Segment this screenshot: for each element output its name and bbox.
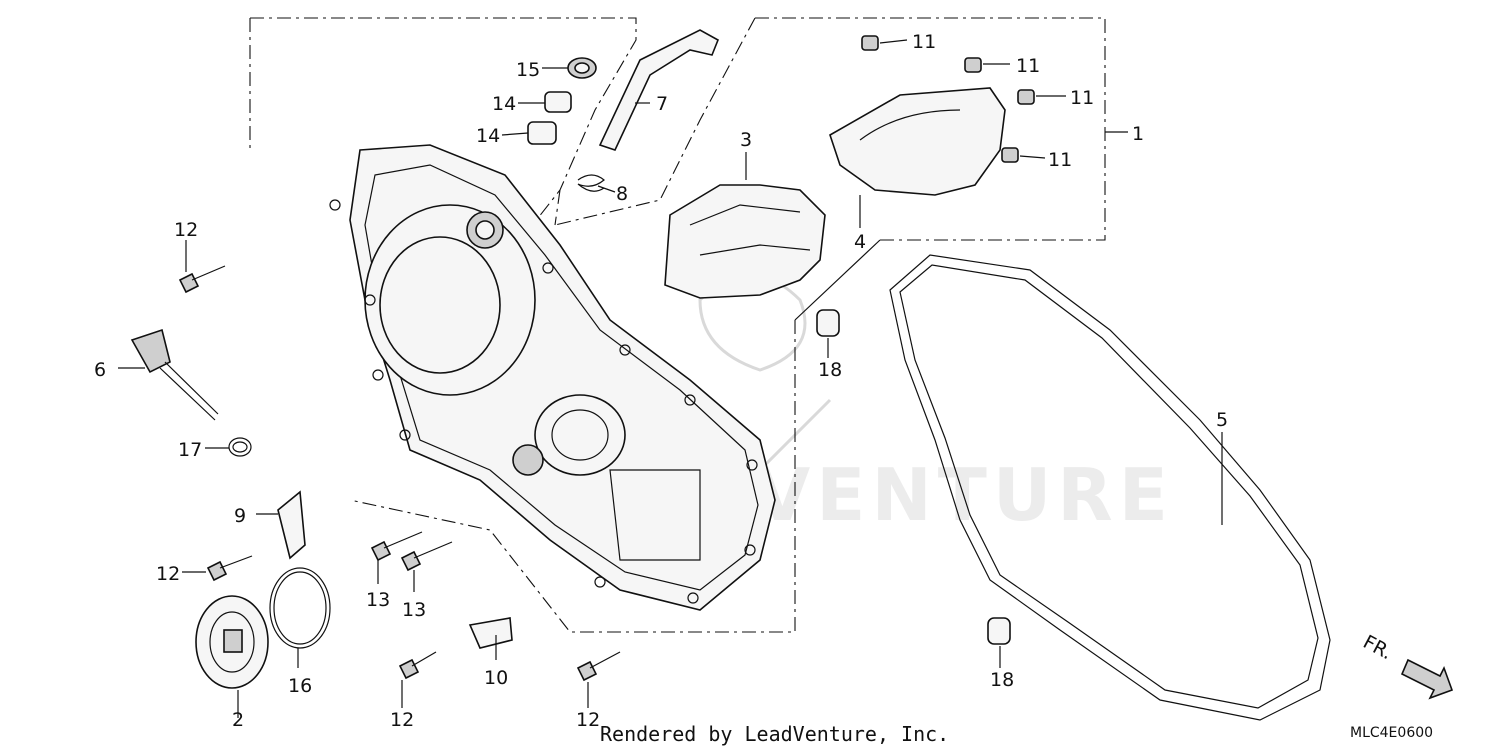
leader-lines: [118, 39, 1223, 718]
callout-14a: 14: [492, 93, 516, 115]
direction-label: FR.: [1359, 631, 1395, 664]
callout-labels: 1 2 3 4 5 6 7 8 9 10 11 11 11 11 12 12 1…: [94, 31, 1228, 731]
callout-13a: 13: [366, 589, 390, 611]
callout-3: 3: [740, 129, 752, 151]
callout-11d: 11: [1048, 149, 1072, 171]
brackets: [277, 490, 513, 649]
callout-18a: 18: [818, 359, 842, 381]
callout-8: 8: [616, 183, 628, 205]
callout-13b: 13: [402, 599, 426, 621]
assembly-outlines: [249, 17, 1106, 633]
callout-7: 7: [656, 93, 668, 115]
callout-6: 6: [94, 359, 106, 381]
small-bolts: [861, 35, 1035, 163]
callout-5: 5: [1216, 409, 1228, 431]
callout-12b: 12: [156, 563, 180, 585]
dowel-pins: [816, 309, 1011, 645]
front-direction-arrow: FR.: [1359, 631, 1454, 700]
callout-15: 15: [516, 59, 540, 81]
callout-4: 4: [854, 231, 866, 253]
callout-17: 17: [178, 439, 202, 461]
inspection-plug: [195, 567, 331, 689]
callout-11b: 11: [1016, 55, 1040, 77]
guide-plate: [829, 87, 1006, 196]
oil-dipstick: [130, 328, 252, 457]
callout-12d: 12: [576, 709, 600, 731]
cover-bolts: [178, 265, 621, 682]
callout-14b: 14: [476, 125, 500, 147]
callout-11c: 11: [1070, 87, 1094, 109]
gasket: [889, 254, 1331, 721]
diagram-code: MLC4E0600: [1350, 725, 1433, 741]
callout-2: 2: [232, 709, 244, 731]
clutch-cover: [329, 144, 776, 611]
bearings-and-seal: [527, 57, 597, 145]
shift-arm: [577, 29, 720, 192]
callout-9: 9: [234, 505, 246, 527]
callout-18b: 18: [990, 669, 1014, 691]
callout-11a: 11: [912, 31, 936, 53]
callout-1: 1: [1132, 123, 1144, 145]
guide-housing: [664, 184, 826, 299]
callout-12c: 12: [390, 709, 414, 731]
callout-10: 10: [484, 667, 508, 689]
callout-12a: 12: [174, 219, 198, 241]
render-credit: Rendered by LeadVenture, Inc.: [600, 722, 949, 746]
callout-16: 16: [288, 675, 312, 697]
